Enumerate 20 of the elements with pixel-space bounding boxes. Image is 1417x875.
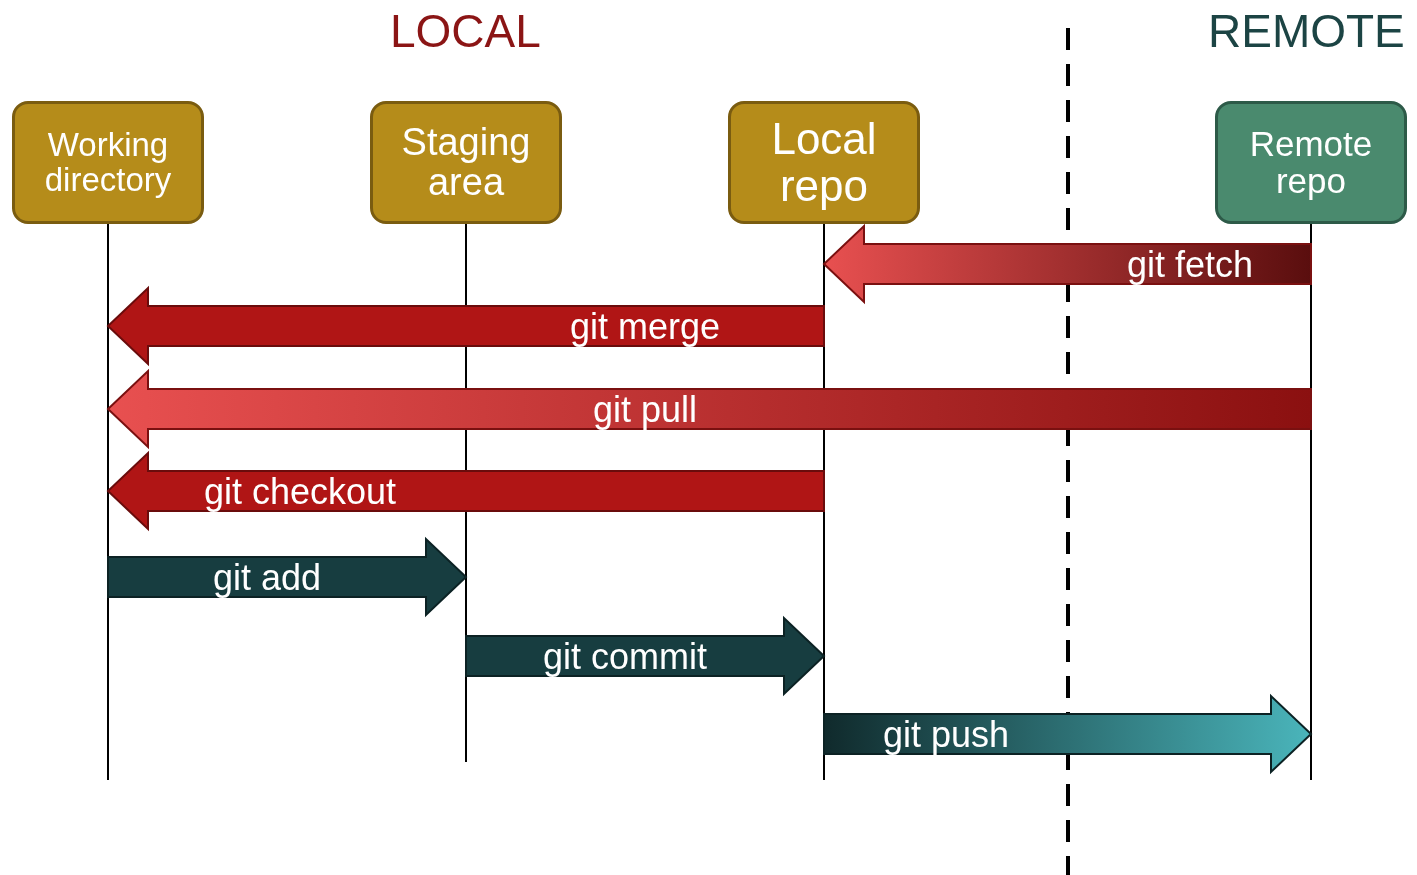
edge-label: git add [212,560,322,596]
arrow [106,368,1312,450]
box-title: Working directory [43,127,173,198]
arrow [823,693,1313,775]
edge-label: git checkout [203,474,397,510]
box-title: Remote repo [1248,125,1374,200]
arrow [107,536,468,618]
box-title: Staging area [400,122,532,203]
edge-label: git push [882,717,1010,753]
edge-label: git fetch [1126,247,1254,283]
arrow [822,223,1312,305]
section-heading: LOCAL [390,4,541,58]
edge-label: git commit [543,639,707,675]
arrow [106,450,825,532]
arrow [465,615,826,697]
edge-label: git merge [569,309,721,345]
section-heading: REMOTE [1208,4,1405,58]
box-title: Local repo [770,116,878,209]
arrow [106,285,825,367]
edge-label: git pull [592,392,698,428]
